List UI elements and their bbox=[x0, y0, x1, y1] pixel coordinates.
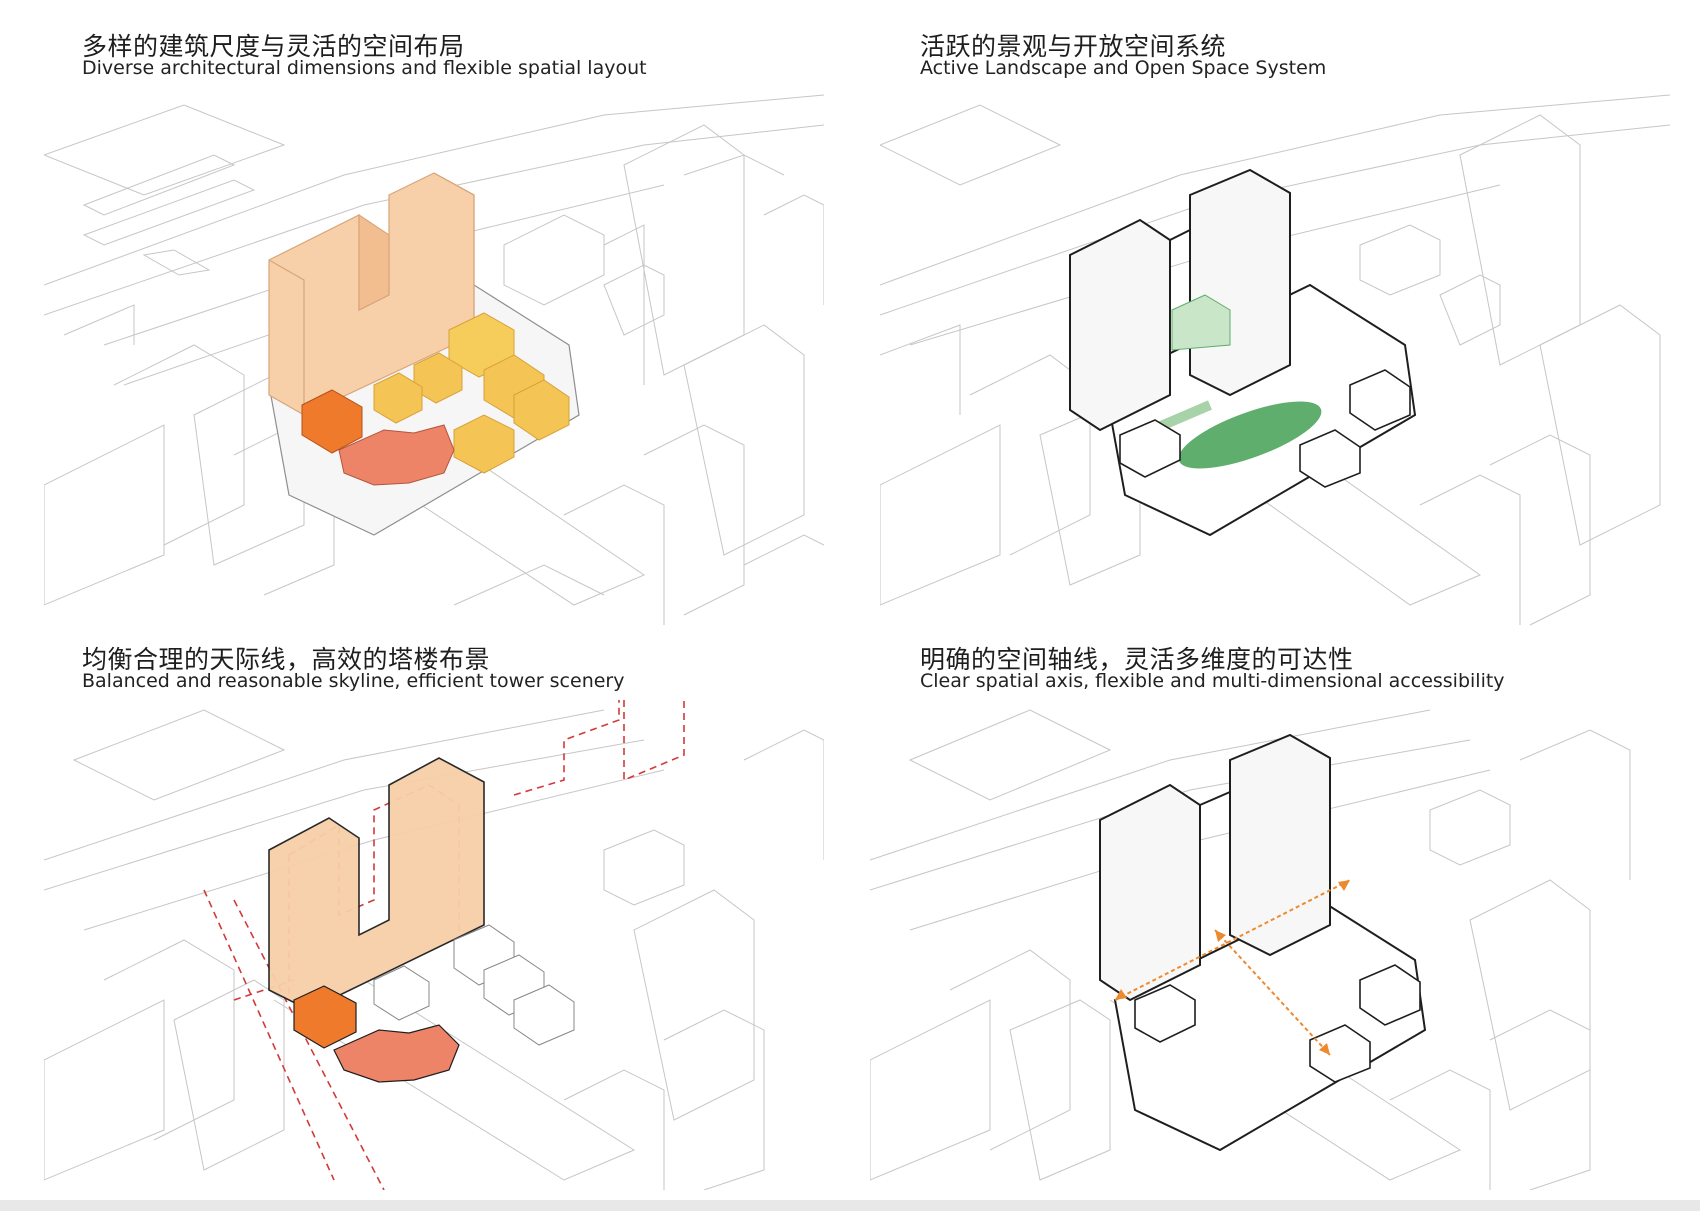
panel-title-zh: 活跃的景观与开放空间系统 bbox=[920, 32, 1227, 61]
panel-building-scale: 多样的建筑尺度与灵活的空间布局 Diverse architectural di… bbox=[0, 0, 850, 640]
landscape-diagram bbox=[880, 94, 1670, 626]
panel-title-zh: 明确的空间轴线，灵活多维度的可达性 bbox=[920, 645, 1354, 674]
arrow-heads bbox=[1115, 880, 1350, 1055]
panel-skyline: 均衡合理的天际线，高效的塔楼布景 Balanced and reasonable… bbox=[0, 640, 850, 1200]
orange-block bbox=[293, 985, 357, 1049]
curved-salmon-block bbox=[333, 1024, 460, 1083]
skyline-diagram bbox=[44, 700, 824, 1190]
spatial-axis-diagram bbox=[870, 709, 1631, 1190]
panel-title-en: Active Landscape and Open Space System bbox=[920, 57, 1327, 79]
axis-arrow-icon bbox=[1114, 879, 1351, 1001]
panel-landscape: 活跃的景观与开放空间系统 Active Landscape and Open S… bbox=[850, 0, 1700, 640]
tower-volume bbox=[1099, 733, 1331, 1002]
panel-title-en: Clear spatial axis, flexible and multi-d… bbox=[920, 670, 1505, 692]
building-scale-diagram bbox=[44, 94, 824, 625]
low-blocks bbox=[1119, 369, 1411, 488]
orange-block bbox=[301, 389, 363, 454]
podium-blocks bbox=[373, 312, 570, 474]
podium-blocks bbox=[373, 924, 575, 1046]
curved-salmon-block bbox=[338, 424, 455, 486]
context-linework bbox=[44, 94, 824, 625]
tower-volume bbox=[268, 172, 475, 416]
panel-title-zh: 多样的建筑尺度与灵活的空间布局 bbox=[82, 32, 465, 61]
panel-title-zh: 均衡合理的天际线，高效的塔楼布景 bbox=[82, 645, 491, 674]
panel-title-en: Balanced and reasonable skyline, efficie… bbox=[82, 670, 625, 692]
axis-arrow-icon bbox=[1214, 929, 1331, 1056]
tower-volume bbox=[268, 757, 485, 1011]
axis-arrows bbox=[1114, 879, 1351, 1056]
bottom-strip bbox=[0, 1200, 1700, 1211]
low-blocks bbox=[1134, 964, 1421, 1083]
panel-title-en: Diverse architectural dimensions and fle… bbox=[82, 57, 647, 79]
panel-spatial-axis: 明确的空间轴线，灵活多维度的可达性 Clear spatial axis, fl… bbox=[850, 640, 1700, 1200]
